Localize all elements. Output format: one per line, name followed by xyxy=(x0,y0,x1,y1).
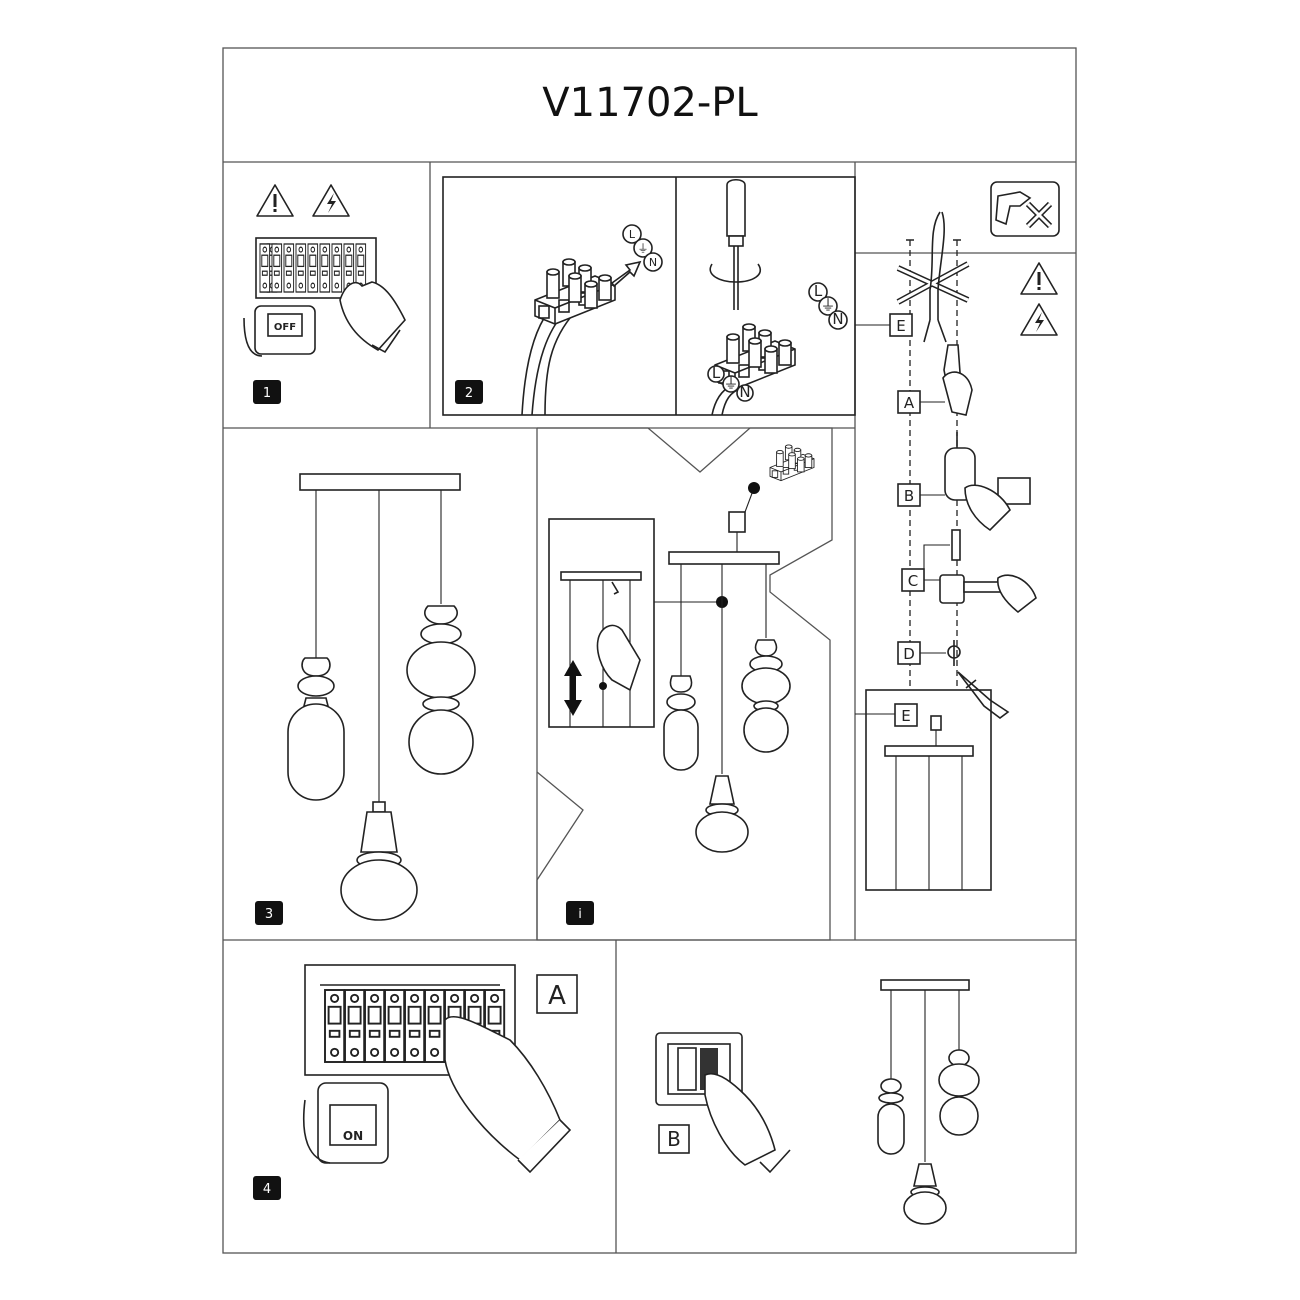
terminal-block-icon xyxy=(769,444,815,482)
step-1-badge: 1 xyxy=(263,386,271,401)
mounting-panel: E A B C D E xyxy=(855,181,1060,891)
on-switch-icon: ON xyxy=(302,1082,389,1164)
live-wire-label: L xyxy=(814,282,823,300)
hand-icon xyxy=(444,1015,572,1174)
warning-icon xyxy=(1020,262,1058,295)
live-wire-label: L xyxy=(712,364,721,382)
product-code-title: V11702-PL xyxy=(542,80,758,126)
hammer-icon xyxy=(939,529,1037,614)
off-label: OFF xyxy=(274,322,296,333)
pendant-right xyxy=(406,605,476,775)
electric-hazard-icon xyxy=(312,184,350,217)
step-2-panel: L ⏚ N L ⏚ N L ⏚ N 2 xyxy=(442,176,856,416)
step-3-panel: 3 xyxy=(255,473,476,925)
hand-icon xyxy=(704,1073,791,1174)
neutral-wire-label: N xyxy=(739,383,750,401)
label-d: D xyxy=(903,645,915,663)
screwdriver-icon xyxy=(709,178,761,310)
step-4-panel: ON A 4 xyxy=(253,964,578,1200)
final-label-b: B xyxy=(667,1127,681,1151)
screw-anchor-icon xyxy=(947,640,961,666)
label-e-top: E xyxy=(896,317,905,335)
info-panel-height-adjust: i xyxy=(536,427,833,941)
canopy xyxy=(299,473,461,491)
step-3-badge: 3 xyxy=(265,907,273,922)
earth-wire-label: ⏚ xyxy=(820,296,835,314)
terminal-block-icon xyxy=(534,258,616,325)
pendant-center xyxy=(340,801,418,921)
screwdriver-hand-icon xyxy=(957,671,1010,719)
warning-icon xyxy=(256,184,294,217)
step-4-label-a: A xyxy=(548,981,566,1011)
off-switch-icon: OFF xyxy=(243,305,316,357)
no-drilling-icon xyxy=(990,181,1060,237)
live-wire-label: L xyxy=(629,228,636,241)
label-b: B xyxy=(904,487,914,505)
inset-adjust xyxy=(548,518,655,728)
electric-hazard-icon xyxy=(1020,303,1058,336)
final-panel: B xyxy=(655,979,980,1225)
label-c: C xyxy=(908,572,918,590)
hand-icon xyxy=(339,281,406,354)
label-a: A xyxy=(904,394,915,412)
earth-wire-label: ⏚ xyxy=(723,374,738,392)
step-4-badge: 4 xyxy=(263,1182,271,1197)
pendant-left xyxy=(287,657,345,801)
label-e-bottom: E xyxy=(901,707,910,725)
step-2-badge: 2 xyxy=(465,386,473,401)
earth-wire-label: ⏚ xyxy=(638,242,649,255)
info-badge: i xyxy=(578,907,582,922)
neutral-wire-label: N xyxy=(832,310,843,328)
step-1-panel: OFF 1 xyxy=(243,184,406,404)
drill-icon xyxy=(944,432,1031,532)
on-label: ON xyxy=(343,1129,363,1143)
pencil-hand-icon xyxy=(942,344,973,416)
neutral-wire-label: N xyxy=(649,256,657,269)
